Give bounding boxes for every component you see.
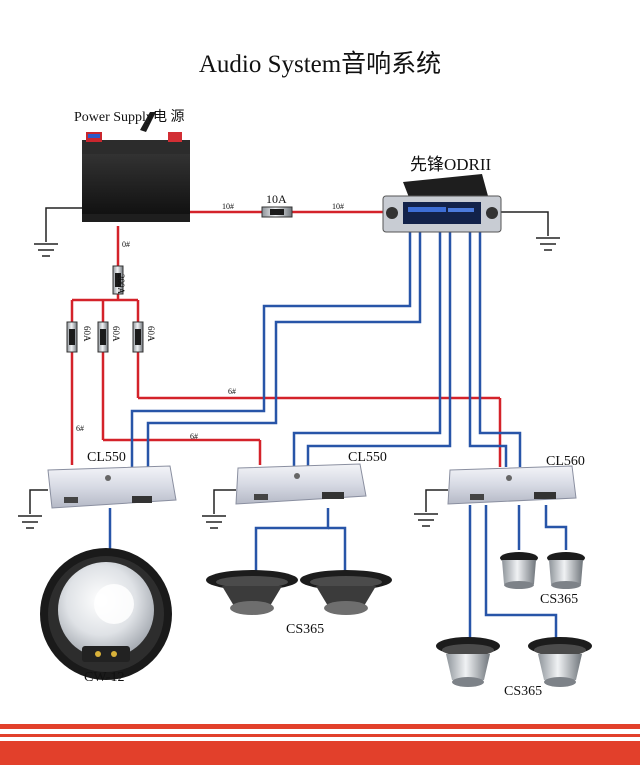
head-unit bbox=[382, 174, 502, 233]
fuse-60a-3 bbox=[132, 321, 144, 353]
signal-wiring bbox=[108, 232, 568, 640]
wire-gauge-main: 0# bbox=[122, 240, 130, 249]
fuse-60a-3-label: 60A bbox=[146, 326, 156, 342]
amp-2-label: CL550 bbox=[348, 450, 387, 465]
amplifier-2 bbox=[235, 463, 367, 505]
head-unit-label: 先锋ODRII bbox=[410, 155, 492, 174]
bottom-band bbox=[0, 724, 640, 765]
amp-1-label: CL550 bbox=[87, 450, 126, 465]
coax-label: CS365 bbox=[504, 684, 543, 699]
midrange-label: CS365 bbox=[286, 622, 325, 637]
subwoofer-label: CW-12 bbox=[84, 670, 125, 685]
fuse-60a-2 bbox=[97, 321, 109, 353]
midrange-right bbox=[300, 570, 392, 615]
wire-gauge-amp2: 6# bbox=[190, 432, 198, 441]
fuse-200a bbox=[112, 265, 124, 295]
power-supply-label: Power Supply电 源 bbox=[74, 110, 185, 125]
page-title: Audio System音响系统 bbox=[198, 51, 442, 78]
subwoofer bbox=[40, 548, 172, 680]
coax-right bbox=[528, 637, 592, 687]
battery bbox=[82, 112, 190, 222]
amplifier-1 bbox=[47, 465, 177, 509]
tweeter-right bbox=[547, 552, 585, 589]
fuse-200a-label: 200A bbox=[116, 274, 126, 294]
wire-gauge-right: 10# bbox=[332, 202, 344, 211]
wire-gauge-amp3: 6# bbox=[228, 387, 236, 396]
fuse-60a-1-label: 60A bbox=[82, 326, 92, 342]
midrange-left bbox=[206, 570, 298, 615]
fuse-60a-2-label: 60A bbox=[111, 326, 121, 342]
amplifier-3 bbox=[447, 465, 577, 505]
wire-gauge-amp1: 6# bbox=[76, 424, 84, 433]
main-fuse-label: 10A bbox=[266, 192, 287, 206]
tweeter-label: CS365 bbox=[540, 592, 579, 607]
tweeter-left bbox=[500, 552, 538, 589]
ground-wiring bbox=[18, 207, 560, 529]
coax-left bbox=[436, 637, 500, 687]
fuse-60a-1 bbox=[66, 321, 78, 353]
wire-gauge-left: 10# bbox=[222, 202, 234, 211]
amp-3-label: CL560 bbox=[546, 454, 585, 469]
main-fuse bbox=[261, 206, 293, 218]
